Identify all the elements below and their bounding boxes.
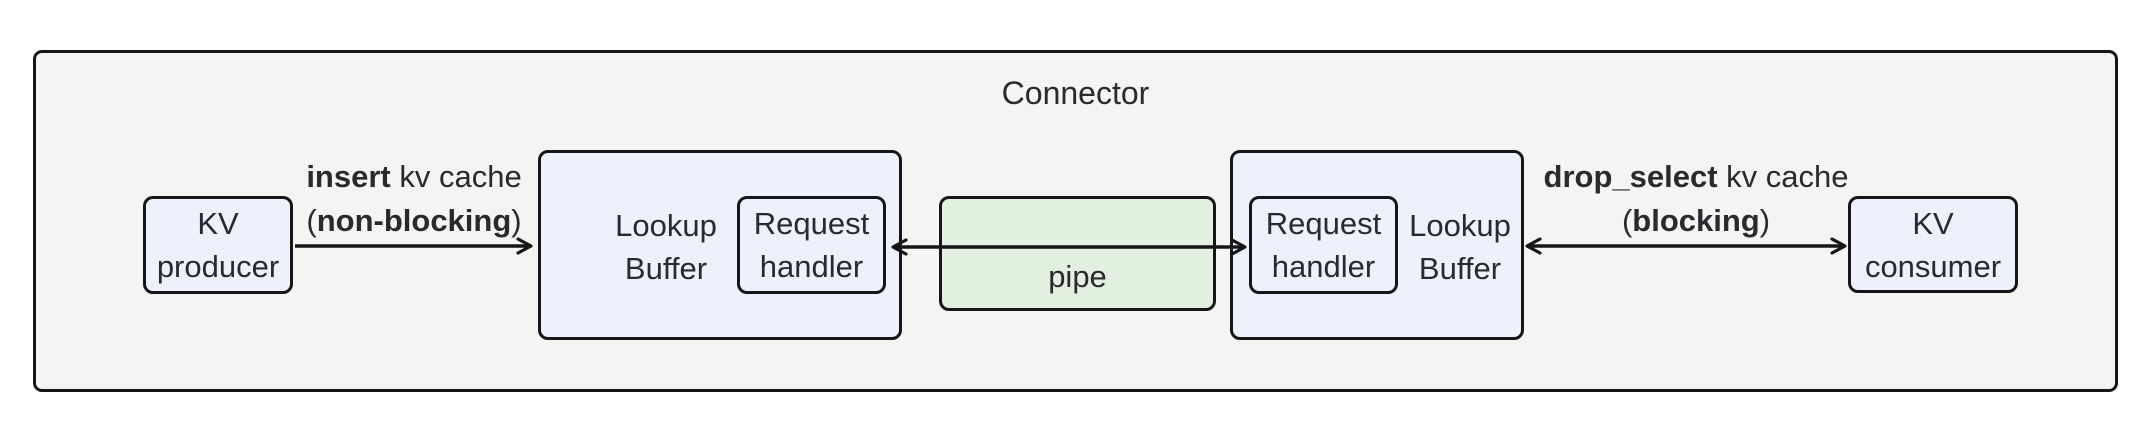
node-request-handler-right-label: Request handler bbox=[1265, 206, 1382, 284]
node-pipe: pipe bbox=[939, 196, 1216, 311]
edge-label-insert-line2: (non-blocking) bbox=[306, 203, 522, 238]
edge-label-insert-line1: insert kv cache bbox=[306, 159, 522, 194]
node-pipe-label: pipe bbox=[1048, 259, 1107, 294]
edge-label-drop-select-line1: drop_select kv cache bbox=[1543, 159, 1849, 194]
node-request-handler-left: Request handler bbox=[737, 196, 886, 294]
node-request-handler-left-label: Request handler bbox=[753, 206, 870, 284]
node-lookup-buffer-right-label: Lookup Buffer bbox=[1409, 208, 1511, 286]
node-kv-producer-label: KV producer bbox=[156, 206, 280, 284]
connector-title: Connector bbox=[1001, 75, 1150, 111]
node-lookup-buffer-left-label: Lookup Buffer bbox=[615, 208, 717, 286]
node-kv-consumer-label: KV consumer bbox=[1864, 205, 2002, 284]
edge-label-drop-select: drop_select kv cache (blocking) bbox=[1536, 155, 1856, 243]
node-kv-producer: KV producer bbox=[143, 196, 293, 294]
node-request-handler-right: Request handler bbox=[1249, 196, 1398, 294]
edge-label-drop-select-line2: (blocking) bbox=[1621, 203, 1771, 238]
node-kv-consumer: KV consumer bbox=[1848, 196, 2018, 293]
edge-label-insert: insert kv cache (non-blocking) bbox=[264, 155, 564, 243]
